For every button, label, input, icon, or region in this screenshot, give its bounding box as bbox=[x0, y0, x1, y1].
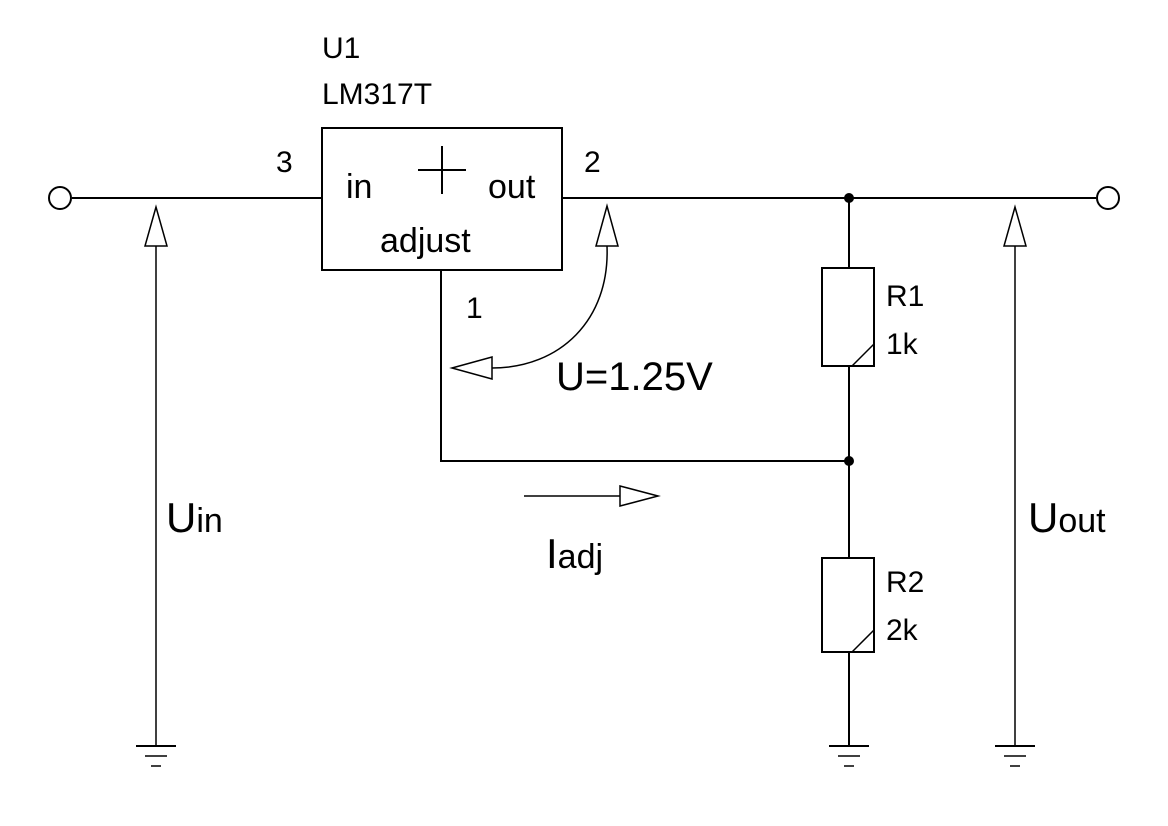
ground-symbol-output bbox=[995, 745, 1035, 767]
regulator-out-label: out bbox=[488, 168, 536, 206]
output-voltage-label: Uout bbox=[1028, 494, 1106, 541]
output-terminal bbox=[1096, 186, 1120, 210]
pin-in-number: 3 bbox=[276, 146, 293, 179]
regulator-part: LM317T bbox=[322, 78, 432, 111]
input-voltage-sub: in bbox=[196, 502, 222, 540]
adjust-junction bbox=[844, 456, 854, 466]
regulator-in-label: in bbox=[346, 168, 372, 206]
wires bbox=[72, 197, 1096, 746]
regulator-u1: in out adjust U1 LM317T 3 2 1 bbox=[276, 32, 601, 325]
output-voltage-main: U bbox=[1028, 494, 1058, 541]
input-voltage-label: Uin bbox=[166, 494, 223, 541]
r1-body bbox=[821, 267, 875, 367]
r2-value: 2k bbox=[886, 614, 919, 647]
adjust-current-arrow bbox=[524, 485, 661, 507]
output-voltage-sub: out bbox=[1058, 502, 1106, 540]
r1-value: 1k bbox=[886, 328, 919, 361]
input-voltage-arrow bbox=[144, 204, 168, 746]
output-junction bbox=[844, 193, 854, 203]
input-voltage-main: U bbox=[166, 494, 196, 541]
r1-ref: R1 bbox=[886, 280, 924, 313]
regulator-ref: U1 bbox=[322, 32, 360, 65]
adjust-wire bbox=[440, 270, 849, 462]
resistor-r2: R2 2k bbox=[821, 557, 924, 653]
r2-orientation-mark bbox=[851, 629, 875, 653]
adjust-current-sub: adj bbox=[558, 538, 603, 576]
r2-body bbox=[821, 557, 875, 653]
pin-adj-number: 1 bbox=[466, 292, 483, 325]
ground-symbol-r2 bbox=[829, 745, 869, 767]
r1-orientation-mark bbox=[851, 343, 875, 367]
pin-out-number: 2 bbox=[584, 146, 601, 179]
output-voltage-arrow bbox=[1003, 204, 1027, 746]
r2-ref: R2 bbox=[886, 566, 924, 599]
regulator-body bbox=[321, 127, 563, 271]
reference-voltage-label: U=1.25V bbox=[556, 355, 713, 399]
reference-voltage-arrow bbox=[449, 203, 619, 380]
adjust-current-label: Iadj bbox=[546, 530, 603, 577]
regulator-adjust-label: adjust bbox=[380, 222, 471, 260]
adjust-current-main: I bbox=[546, 530, 558, 577]
resistor-r1: R1 1k bbox=[821, 267, 924, 367]
ground-symbol-input bbox=[136, 745, 176, 767]
input-terminal bbox=[48, 186, 72, 210]
